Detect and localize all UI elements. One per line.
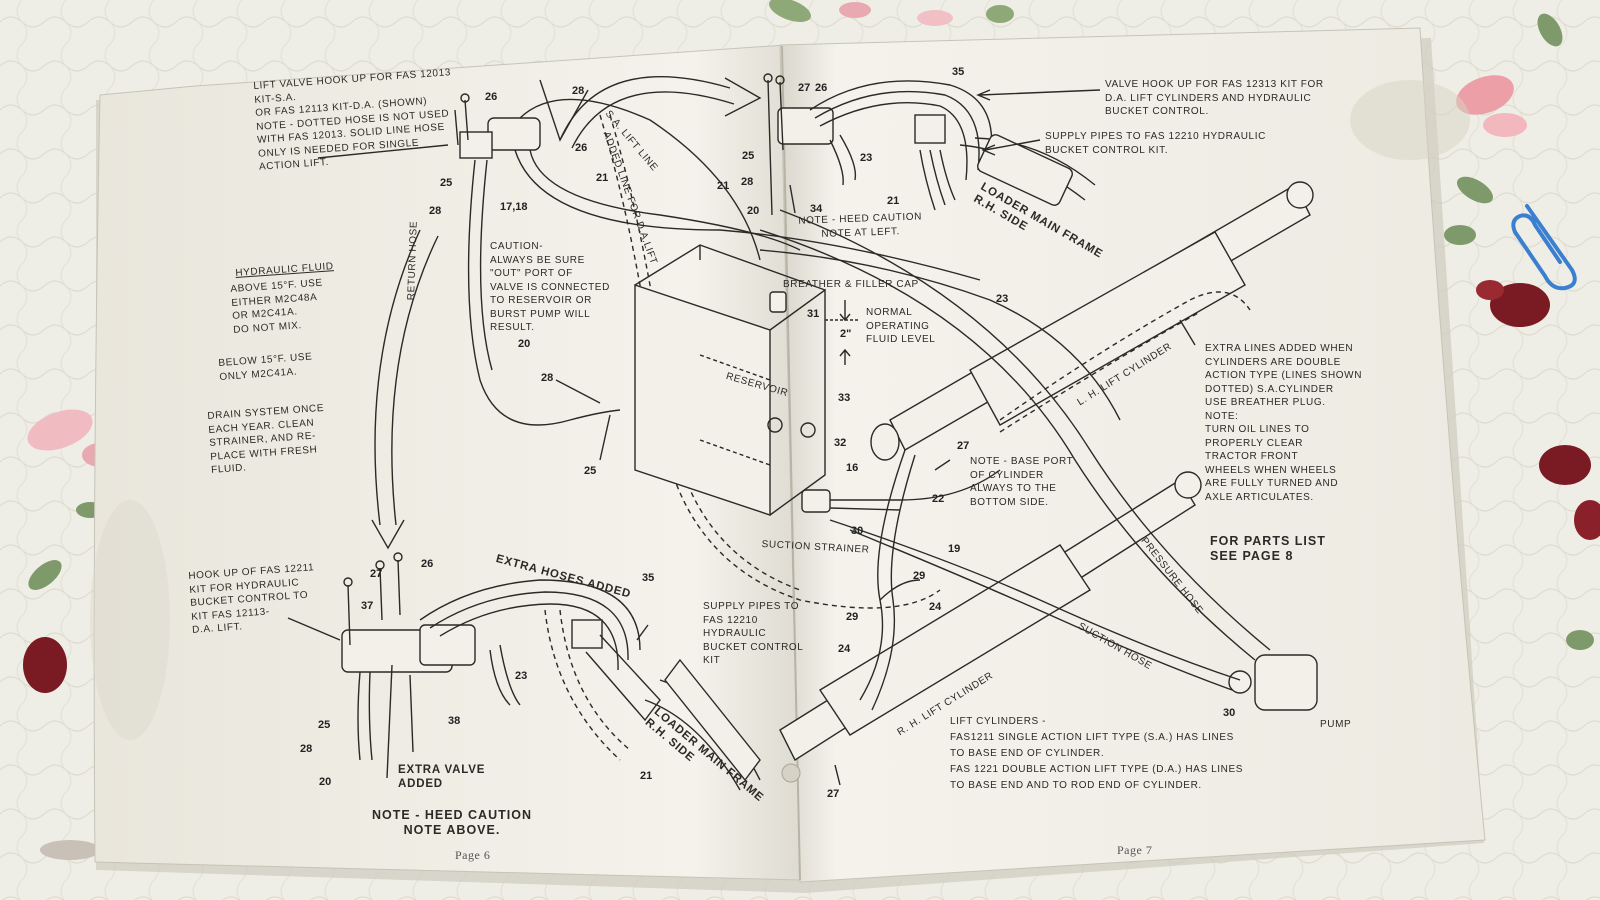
lift-valve-note: LIFT VALVE HOOK UP FOR FAS 12013 KIT-S.A…	[253, 67, 452, 173]
valve-hookup-note: VALVE HOOK UP FOR FAS 12313 KIT FOR D.A.…	[1105, 79, 1324, 117]
part-number: 32	[834, 437, 847, 449]
part-number: 24	[929, 601, 942, 613]
part-number: 28	[300, 743, 313, 755]
part-number: 20	[319, 776, 332, 788]
part-number: 27	[370, 568, 383, 580]
part-number: 23	[860, 152, 873, 164]
part-number: 22	[932, 493, 945, 505]
extra-lines-note: EXTRA LINES ADDED WHEN CYLINDERS ARE DOU…	[1205, 343, 1363, 503]
part-number: 20	[518, 338, 531, 350]
part-number: 29	[846, 611, 859, 623]
part-number: 29	[913, 570, 926, 582]
extra-valve-label: EXTRA VALVE ADDED	[398, 764, 486, 790]
fluid-level-dim: 2"	[840, 328, 852, 340]
part-number: 25	[742, 150, 755, 162]
part-number: 26	[575, 142, 588, 154]
hydraulic-fluid-above: ABOVE 15°F. USE EITHER M2C48A OR M2C41A.…	[230, 277, 324, 336]
right-diagram-lines	[634, 73, 1318, 786]
part-number: 28	[741, 176, 754, 188]
part-number: 33	[838, 392, 851, 404]
parts-list-reference: FOR PARTS LIST SEE PAGE 8	[1210, 534, 1326, 563]
part-number: 37	[361, 600, 374, 612]
paper-clip-icon	[1511, 204, 1577, 291]
part-number: 38	[448, 715, 461, 727]
part-number: 35	[642, 572, 655, 584]
part-number: 21	[596, 172, 609, 184]
drain-note: DRAIN SYSTEM ONCE EACH YEAR. CLEAN STRAI…	[207, 402, 325, 476]
part-number: 20	[747, 205, 760, 217]
base-port-note: NOTE - BASE PORT OF CYLINDER ALWAYS TO T…	[970, 456, 1074, 508]
part-number: 23	[996, 293, 1009, 305]
flower-decoration-icon	[23, 0, 1600, 860]
page-6-label: Page 6	[455, 848, 491, 862]
part-number: 28	[429, 205, 442, 217]
part-number: 21	[640, 770, 653, 782]
part-number: 26	[485, 91, 498, 103]
part-number: 27	[957, 440, 970, 452]
caution-note: CAUTION- ALWAYS BE SURE "OUT" PORT OF VA…	[490, 241, 610, 333]
part-number: 26	[421, 558, 434, 570]
part-number: 25	[440, 177, 453, 189]
part-number: 21	[717, 180, 730, 192]
page-7-label: Page 7	[1117, 843, 1153, 857]
supply-pipes-note-right: SUPPLY PIPES TO FAS 12210 HYDRAULIC BUCK…	[1045, 131, 1266, 156]
part-number: 24	[838, 643, 851, 655]
bucket-hookup-note: HOOK UP OF FAS 12211 KIT FOR HYDRAULIC B…	[188, 562, 315, 636]
heed-caution-left: NOTE - HEED CAUTION NOTE ABOVE.	[372, 808, 532, 837]
part-number: 16	[846, 462, 859, 474]
pump-label: PUMP	[1320, 719, 1352, 730]
part-number: 21	[887, 195, 900, 207]
return-hose-label: RETURN HOSE	[405, 220, 420, 301]
fluid-level-label: NORMAL OPERATING FLUID LEVEL	[866, 307, 936, 345]
part-number: 30	[851, 525, 864, 537]
part-number: 25	[584, 465, 597, 477]
lift-cylinders-note: LIFT CYLINDERS - FAS1211 SINGLE ACTION L…	[950, 716, 1244, 791]
part-number: 27	[798, 82, 811, 94]
part-number: 34	[810, 203, 823, 215]
part-number: 23	[515, 670, 528, 682]
part-number: 35	[952, 66, 965, 78]
part-number: 17,18	[500, 201, 528, 213]
part-number: 28	[541, 372, 554, 384]
part-number: 28	[572, 85, 585, 97]
part-number: 30	[1223, 707, 1236, 719]
part-number: 25	[318, 719, 331, 731]
part-number: 27	[827, 788, 840, 800]
supply-pipes-note-left: SUPPLY PIPES TO FAS 12210 HYDRAULIC BUCK…	[703, 601, 804, 666]
part-number: 19	[948, 543, 961, 555]
part-number: 31	[807, 308, 820, 320]
part-number: 26	[815, 82, 828, 94]
breather-cap-label: BREATHER & FILLER CAP	[783, 279, 919, 290]
left-page	[93, 44, 801, 881]
